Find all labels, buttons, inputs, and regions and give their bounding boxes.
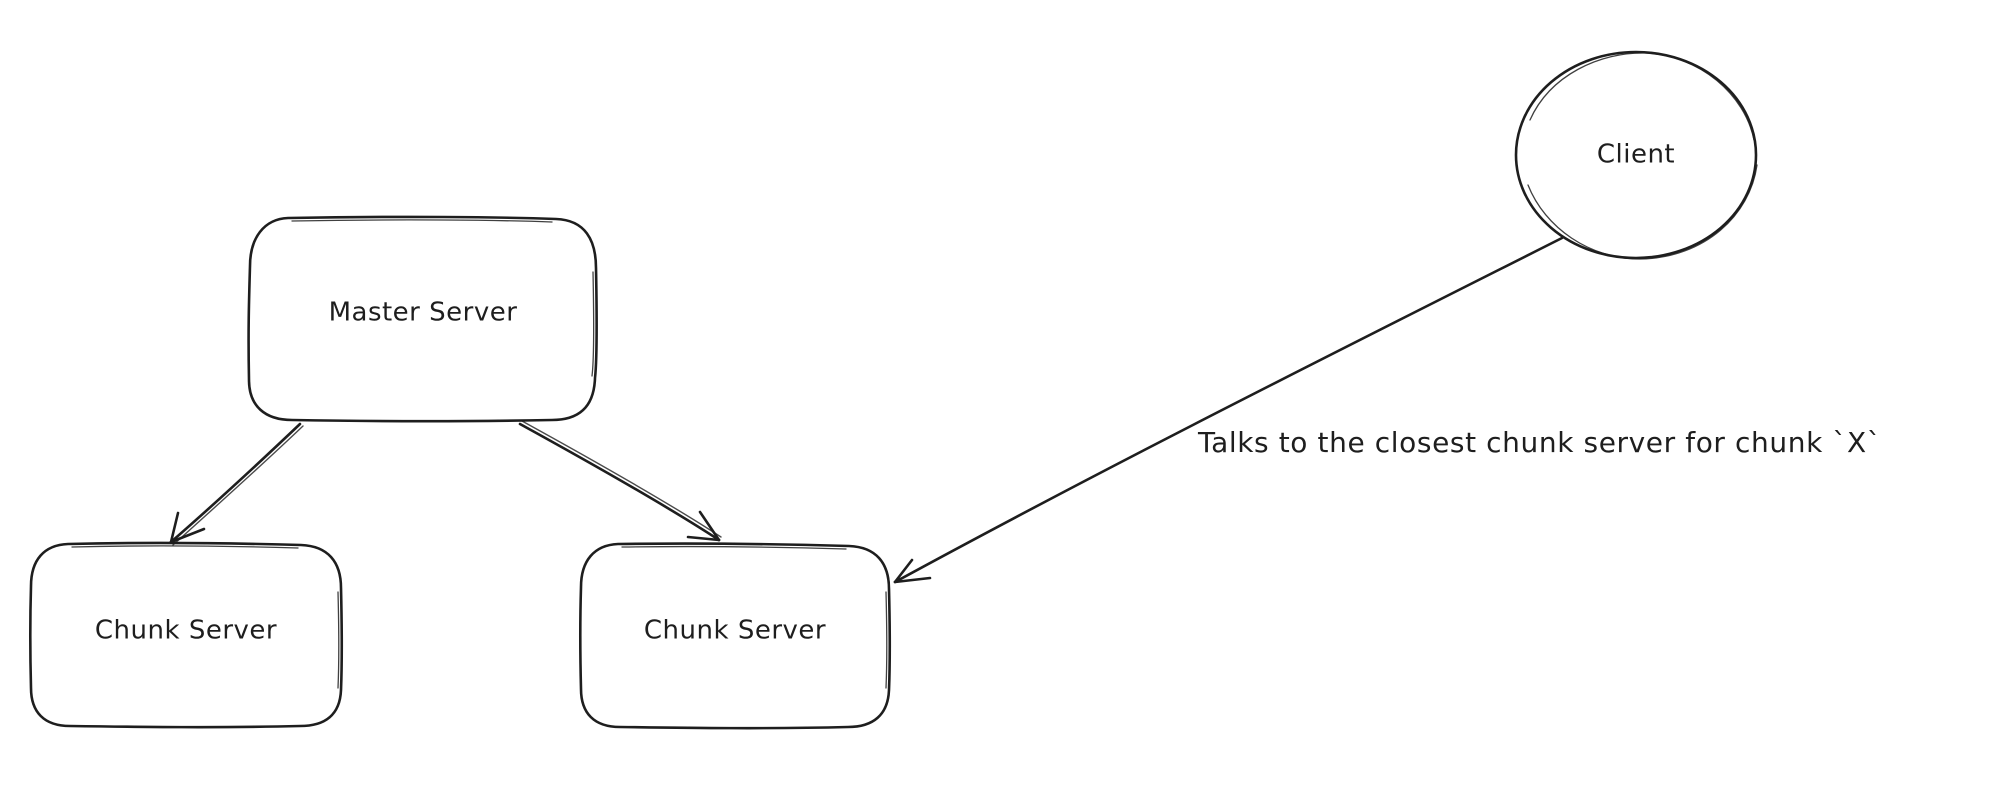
client-node[interactable]: Client xyxy=(1514,50,1758,260)
chunk-server-left-label: Chunk Server xyxy=(95,616,277,646)
edge-master-to-chunk-left xyxy=(169,422,304,546)
edge-master-to-chunk-right xyxy=(518,420,722,542)
chunk-server-right-node[interactable]: Chunk Server xyxy=(578,542,892,730)
edge-client-label: Talks to the closest chunk server for ch… xyxy=(1197,426,1881,459)
client-label: Client xyxy=(1597,140,1675,170)
edge-client-to-chunk-right: Talks to the closest chunk server for ch… xyxy=(893,236,1881,584)
master-server-node[interactable]: Master Server xyxy=(247,215,598,423)
master-server-label: Master Server xyxy=(329,298,518,328)
chunk-server-right-label: Chunk Server xyxy=(644,616,826,646)
chunk-server-left-node[interactable]: Chunk Server xyxy=(28,541,344,729)
